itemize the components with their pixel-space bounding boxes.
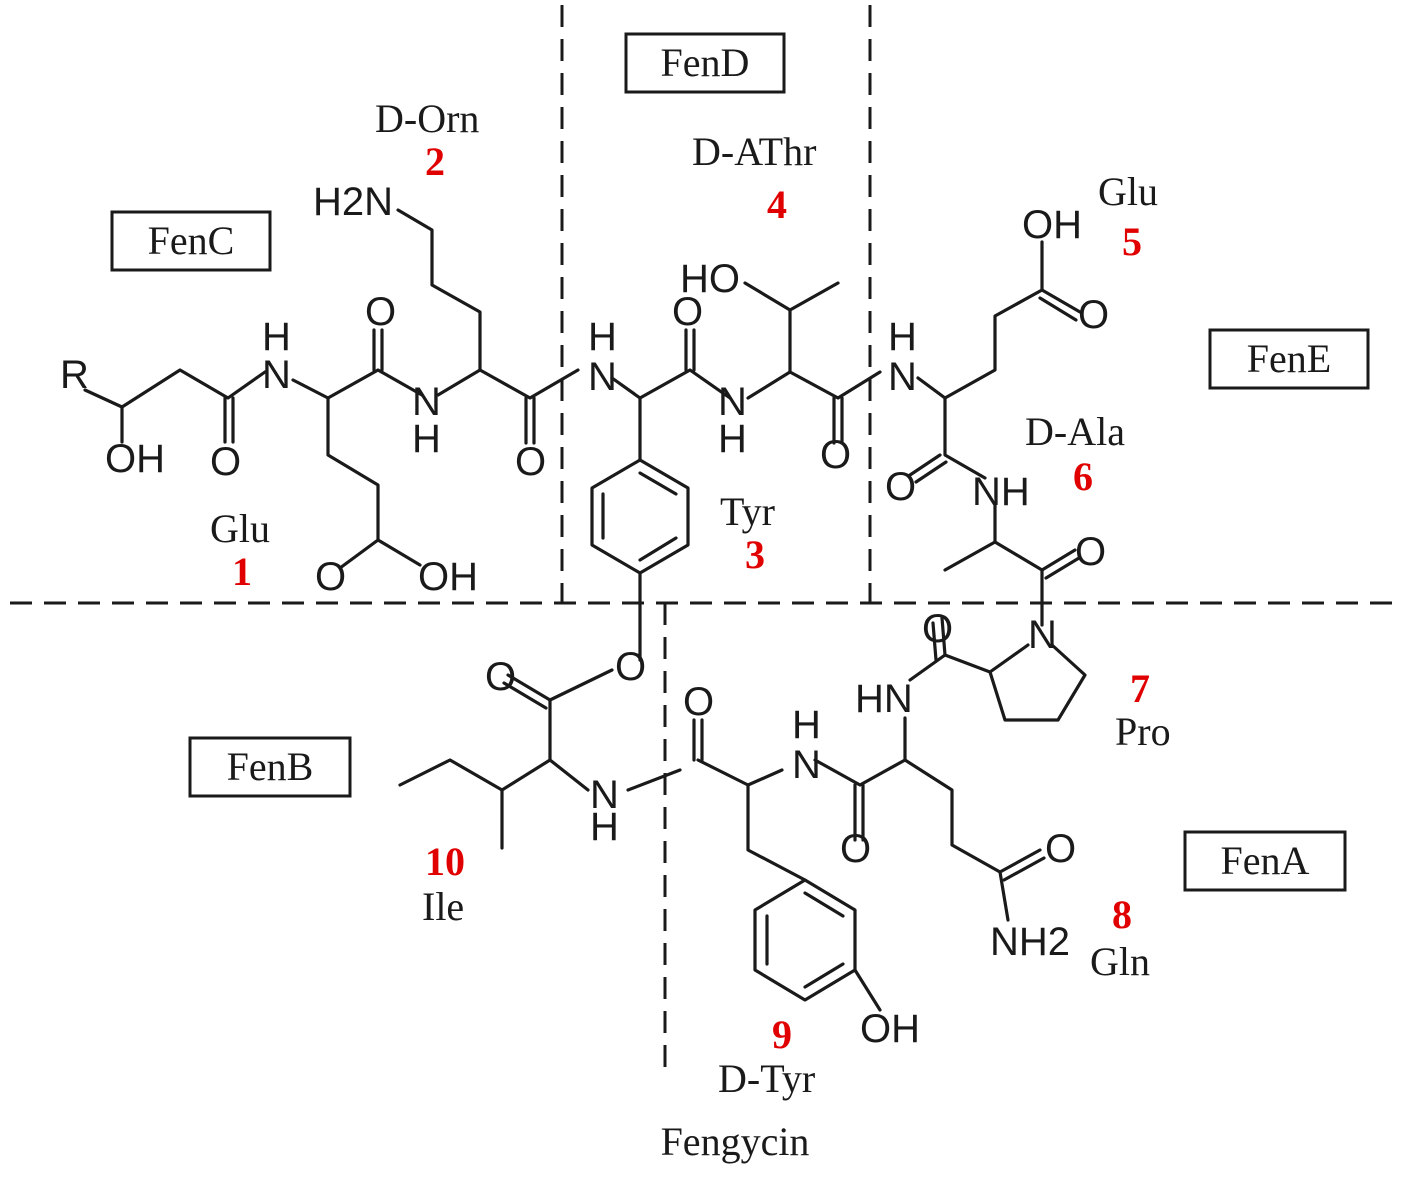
carbonyl-oxygen-label: O xyxy=(922,607,953,651)
residue-8-number: 8 xyxy=(1112,892,1132,937)
amide-nh2-label: NH2 xyxy=(990,920,1070,964)
module-fena-box xyxy=(1183,830,1347,892)
carboxyl-oxygen-label: O xyxy=(315,555,346,599)
carbonyl-oxygen-label: O xyxy=(1075,530,1106,574)
amide-h-label: H xyxy=(590,805,619,849)
carbonyl-oxygen-label: O xyxy=(885,465,916,509)
amide-n-label: N xyxy=(792,743,821,787)
carbonyl-oxygen-label: O xyxy=(515,440,546,484)
carboxyl-hydroxyl-label: OH xyxy=(1022,203,1082,247)
module-fene: FenE xyxy=(1208,328,1370,390)
carbonyl-oxygen-label: O xyxy=(210,440,241,484)
module-boxes: FenC FenD FenE FenB FenA xyxy=(110,32,1370,892)
amide-n-label: N xyxy=(412,380,441,424)
residue-2-name: D-Orn xyxy=(375,96,479,141)
module-fenc-box xyxy=(110,210,272,272)
residue-9-name: D-Tyr xyxy=(718,1056,815,1101)
amide-n-label: N xyxy=(262,353,291,397)
residue-7-number: 7 xyxy=(1130,666,1150,711)
ester-oxygen-label: O xyxy=(615,645,646,689)
hydroxyl-label: OH xyxy=(105,437,165,481)
atom-labels: R OH O H N O O OH N H H2N O H N O N H HO… xyxy=(60,180,1109,1051)
residue-6-name: D-Ala xyxy=(1025,409,1125,454)
module-dividers xyxy=(10,5,1400,1068)
residue-9-number: 9 xyxy=(772,1012,792,1057)
amide-h-label: H xyxy=(792,703,821,747)
ester-carbonyl-oxygen-label: O xyxy=(485,655,516,699)
residue-5-name: Glu xyxy=(1098,169,1158,214)
amide-h-label: H xyxy=(412,417,441,461)
residue-1-name: Glu xyxy=(210,506,270,551)
module-fend-label: FenD xyxy=(661,40,750,85)
module-fena-label: FenA xyxy=(1221,838,1310,883)
residue-3-name: Tyr xyxy=(720,489,775,534)
carbonyl-oxygen-label: O xyxy=(1045,827,1076,871)
residue-7-name: Pro xyxy=(1115,709,1171,754)
phenol-hydroxyl-label: OH xyxy=(860,1007,920,1051)
module-fene-label: FenE xyxy=(1247,336,1331,381)
carbonyl-oxygen-label: O xyxy=(840,827,871,871)
carboxyl-hydroxyl-label: OH xyxy=(418,555,478,599)
module-fend: FenD xyxy=(624,32,786,94)
residue-5-number: 5 xyxy=(1122,219,1142,264)
amine-label: H2N xyxy=(313,180,393,224)
amide-n-label: N xyxy=(888,355,917,399)
carbonyl-oxygen-label: O xyxy=(683,680,714,724)
residue-6-number: 6 xyxy=(1073,454,1093,499)
residue-1-number: 1 xyxy=(232,549,252,594)
module-fenc: FenC xyxy=(110,210,272,272)
residue-8-name: Gln xyxy=(1090,939,1150,984)
module-fenc-label: FenC xyxy=(148,218,235,263)
amide-n-label: N xyxy=(718,380,747,424)
amide-n-label: N xyxy=(588,355,617,399)
residue-4-number: 4 xyxy=(767,182,787,227)
amide-h-label: H xyxy=(262,315,291,359)
module-fenb-label: FenB xyxy=(227,744,314,789)
module-fena: FenA xyxy=(1183,830,1347,892)
residue-10-name: Ile xyxy=(422,884,464,929)
amide-h-label: H xyxy=(888,315,917,359)
carbonyl-oxygen-label: O xyxy=(672,290,703,334)
amide-nh-label: NH xyxy=(972,470,1030,514)
carbonyl-oxygen-label: O xyxy=(820,433,851,477)
module-fene-box xyxy=(1208,328,1370,390)
r-group-label: R xyxy=(60,353,89,397)
residue-2-number: 2 xyxy=(425,139,445,184)
diagram-caption: Fengycin xyxy=(661,1119,810,1164)
carbonyl-oxygen-label: O xyxy=(365,290,396,334)
residue-4-name: D-AThr xyxy=(692,129,816,174)
residue-3-number: 3 xyxy=(745,532,765,577)
amide-h-label: H xyxy=(588,315,617,359)
module-fenb: FenB xyxy=(188,736,352,798)
residue-10-number: 10 xyxy=(425,839,465,884)
carboxyl-oxygen-label: O xyxy=(1078,293,1109,337)
hydroxyl-label: HO xyxy=(680,257,740,301)
residue-labels: Glu 1 D-Orn 2 Tyr 3 D-AThr 4 Glu 5 D-Ala… xyxy=(210,96,1171,1101)
amide-h-label: H xyxy=(718,417,747,461)
proline-n-label: N xyxy=(1028,613,1057,657)
module-fend-box xyxy=(624,32,786,94)
amide-n-label: N xyxy=(590,773,619,817)
module-fenb-box xyxy=(188,736,352,798)
amide-hn-label: HN xyxy=(855,677,913,721)
bond-skeleton xyxy=(83,208,1087,1012)
